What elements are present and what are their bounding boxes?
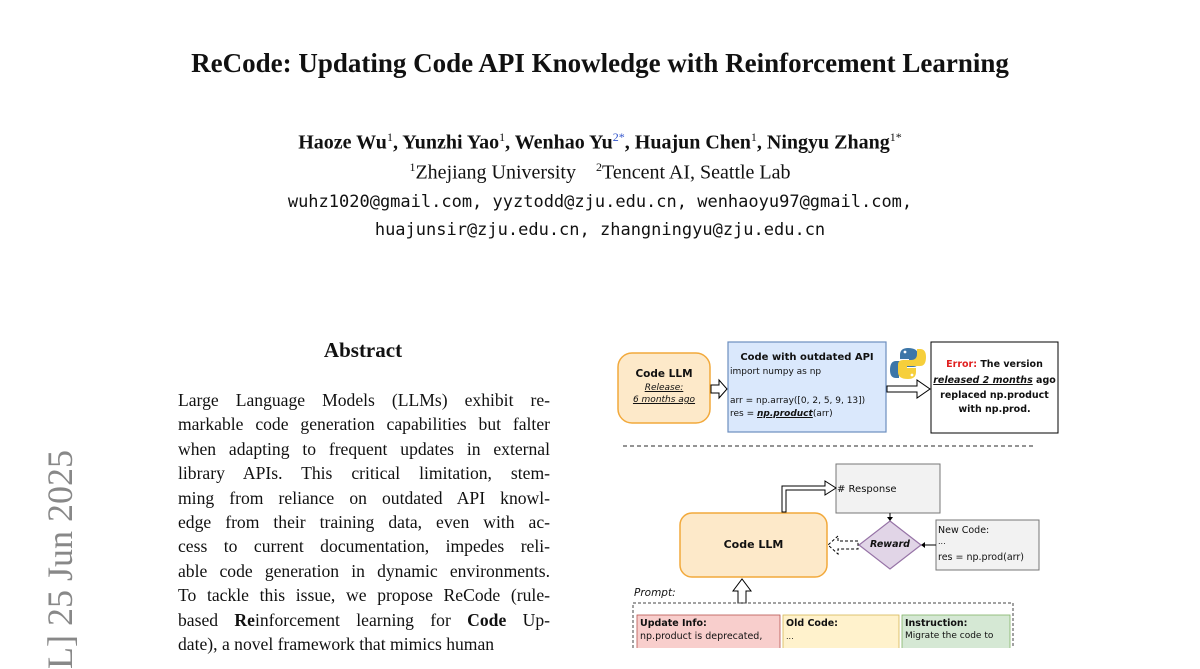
response-box xyxy=(835,463,941,514)
error-label: Error: xyxy=(946,359,978,370)
old-code-box xyxy=(782,614,900,648)
abstract-heading: Abstract xyxy=(323,338,403,362)
error-emphasis: released 2 months xyxy=(933,375,1033,386)
affiliation-name: Tencent AI, Seattle Lab xyxy=(602,161,791,184)
abstract-line: To tackle this issue, we propose ReCode … xyxy=(178,585,550,606)
code-llm-mid-title: Code LLM xyxy=(723,538,784,551)
error-line: released 2 months ago xyxy=(931,375,1058,386)
reward-diamond xyxy=(858,520,922,570)
new-code-line: res = np.prod(arr) xyxy=(938,552,1025,563)
code-suffix: (arr) xyxy=(812,409,833,419)
update-info-text: np.product is deprecated, xyxy=(640,631,763,642)
abstract-line: cess to current documentation, impedes r… xyxy=(178,536,550,557)
paper-title: ReCode: Updating Code API Knowledge with… xyxy=(191,48,1009,78)
code-llm-top-title: Code LLM xyxy=(635,368,693,380)
error-line: with np.prod. xyxy=(958,404,1031,415)
author-name: Haoze Wu xyxy=(298,131,387,154)
code-llm-top-box xyxy=(617,352,711,424)
code-llm-mid-box xyxy=(679,512,828,578)
abstract-line: able code generation in dynamic environm… xyxy=(178,560,550,581)
error-text: ago xyxy=(1032,375,1056,386)
outdated-api-name: np.product xyxy=(757,409,813,419)
author-mark: 1 xyxy=(386,130,393,144)
error-box xyxy=(930,341,1059,434)
author-name: Yunzhi Yao xyxy=(402,131,500,154)
abstract-line: based Reinforcement learning for Code Up… xyxy=(178,609,550,630)
author-mark: 2* xyxy=(612,130,625,144)
affiliation-mark: 1 xyxy=(409,160,416,174)
affiliation-mark: 2 xyxy=(596,160,602,174)
arrow-right-icon xyxy=(886,379,931,399)
arrow-up-right-icon xyxy=(781,480,837,513)
instruction-box xyxy=(901,614,1011,648)
error-line: Error: The version xyxy=(931,359,1058,370)
instruction-text: Migrate the code to xyxy=(905,631,994,641)
abstract-line: library APIs. This critical limitation, … xyxy=(178,463,550,484)
new-code-title: New Code: xyxy=(938,525,990,536)
prompt-container xyxy=(632,602,1014,648)
error-line: replaced np.product xyxy=(940,390,1049,401)
abstract-line: date), a novel framework that mimics hum… xyxy=(178,633,495,654)
author-name: Ningyu Zhang xyxy=(766,131,890,154)
email-line: wuhz1020@gmail.com, yyztodd@zju.edu.cn, … xyxy=(287,192,913,212)
new-code-dots: ... xyxy=(938,537,946,546)
reward-label: Reward xyxy=(870,539,910,550)
outdated-code-line: import numpy as np xyxy=(730,367,822,377)
python-logo-icon xyxy=(890,348,926,379)
abstract-line: Large Language Models (LLMs) exhibit re- xyxy=(178,390,550,410)
update-info-box xyxy=(636,614,781,648)
email-line: huajunsir@zju.edu.cn, zhangningyu@zju.ed… xyxy=(374,220,826,240)
prompt-label: Prompt: xyxy=(634,587,676,599)
instruction-title: Instruction: xyxy=(905,618,968,629)
abstract-line: ming from reliance on outdated API knowl… xyxy=(178,487,550,508)
dashed-arrow-left-icon xyxy=(827,534,859,556)
affiliations: 1Zhejiang University 2Tencent AI, Seattl… xyxy=(0,160,1200,185)
code-llm-age: 6 months ago xyxy=(632,395,696,405)
old-code-text: ... xyxy=(786,632,794,641)
error-text: The version xyxy=(980,359,1043,370)
recode-figure: Code LLM Release: 6 months ago Code with… xyxy=(615,335,1065,648)
author-mark: 1 xyxy=(499,130,506,144)
outdated-code-line: arr = np.array([0, 2, 5, 9, 13]) xyxy=(730,396,866,406)
author-mark: 1* xyxy=(889,130,902,144)
arrow-right-icon xyxy=(710,378,728,400)
new-code-box xyxy=(935,519,1040,571)
arrow-up-icon xyxy=(732,578,752,604)
author-name: Huajun Chen xyxy=(634,131,751,154)
outdated-code-line: res = np.product(arr) xyxy=(730,409,833,419)
code-prefix: res = xyxy=(730,409,757,419)
affiliation-name: Zhejiang University xyxy=(415,161,576,184)
arxiv-stamp: L] 25 Jun 2025 xyxy=(40,450,80,669)
abstract-line: when adapting to frequent updates in ext… xyxy=(178,438,550,459)
abstract-line: edge from their training data, even with… xyxy=(178,511,550,532)
figure-canvas xyxy=(617,341,1059,648)
author-mark: 1 xyxy=(750,130,757,144)
response-label: # Response xyxy=(837,484,897,495)
abstract-body: Large Language Models (LLMs) exhibit re-… xyxy=(178,388,550,656)
outdated-box-title: Code with outdated API xyxy=(740,352,874,363)
update-info-title: Update Info: xyxy=(640,618,707,629)
author-list: Haoze Wu1, Yunzhi Yao1, Wenhao Yu2*, Hua… xyxy=(298,130,902,154)
abstract-line: markable code generation capabilities bu… xyxy=(178,414,550,435)
code-llm-release: Release: xyxy=(644,383,684,393)
outdated-code-box xyxy=(727,341,887,433)
old-code-title: Old Code: xyxy=(786,618,838,629)
author-name: Wenhao Yu xyxy=(514,131,613,154)
